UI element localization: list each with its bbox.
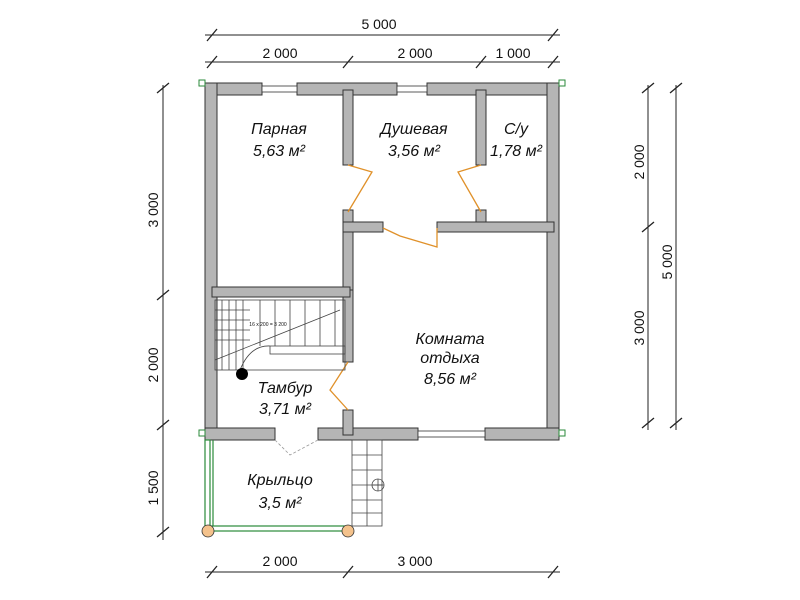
windows (198, 79, 566, 438)
room-su-area: 1,78 м² (490, 143, 543, 160)
top-dimensions: 5 000 2 000 2 000 1 000 (205, 16, 560, 69)
door-tambur (329, 361, 349, 411)
window-parnaya (261, 85, 298, 93)
room-tambur-name: Тамбур (258, 380, 313, 397)
stair-label: 16 x 200 = 3 200 (249, 322, 287, 328)
room-labels: Парная 5,63 м² Душевая 3,56 м² С/у 1,78 … (247, 121, 542, 512)
dim-bottom-2: 3 000 (397, 553, 432, 569)
window-dushevaya (396, 85, 428, 93)
dim-bottom-1: 2 000 (262, 553, 297, 569)
doors (274, 164, 482, 456)
porch-post-right (341, 524, 355, 538)
dim-top-2: 2 000 (397, 45, 432, 61)
room-dushevaya-name: Душевая (378, 121, 448, 138)
room-krylco-name: Крыльцо (247, 472, 313, 489)
room-krylco-area: 3,5 м² (259, 495, 303, 512)
dim-top-1: 2 000 (262, 45, 297, 61)
room-dushevaya-area: 3,56 м² (388, 143, 441, 160)
door-entrance (274, 439, 319, 456)
porch-post-left (201, 524, 215, 538)
right-dimensions: 2 000 3 000 5 000 (631, 82, 683, 430)
dim-left-3: 1 500 (145, 470, 161, 505)
door-su (457, 164, 482, 213)
room-komnata-name-1: Комната (415, 331, 484, 348)
dim-right-1: 2 000 (631, 144, 647, 179)
dim-top-3: 1 000 (495, 45, 530, 61)
staircase: 16 x 200 = 3 200 (214, 299, 346, 380)
walls (204, 82, 560, 441)
door-komnata-top (382, 227, 438, 248)
door-parnaya (347, 164, 373, 213)
dim-left-2: 2 000 (145, 347, 161, 382)
room-komnata-area: 8,56 м² (424, 371, 477, 388)
dim-top-total: 5 000 (361, 16, 396, 32)
room-parnaya-name: Парная (251, 121, 307, 138)
dim-right-2: 3 000 (631, 310, 647, 345)
dim-left-1: 3 000 (145, 192, 161, 227)
stair-start-dot (236, 368, 248, 380)
room-tambur-area: 3,71 м² (259, 401, 312, 418)
window-komnata (417, 430, 486, 438)
room-komnata-name-2: отдыха (420, 350, 479, 367)
porch (201, 439, 385, 538)
room-parnaya-area: 5,63 м² (253, 143, 306, 160)
left-dimensions: 3 000 2 000 1 500 (145, 82, 170, 540)
bottom-dimensions: 2 000 3 000 (205, 553, 560, 579)
room-su-name: С/у (504, 121, 529, 138)
dim-right-total: 5 000 (659, 244, 675, 279)
